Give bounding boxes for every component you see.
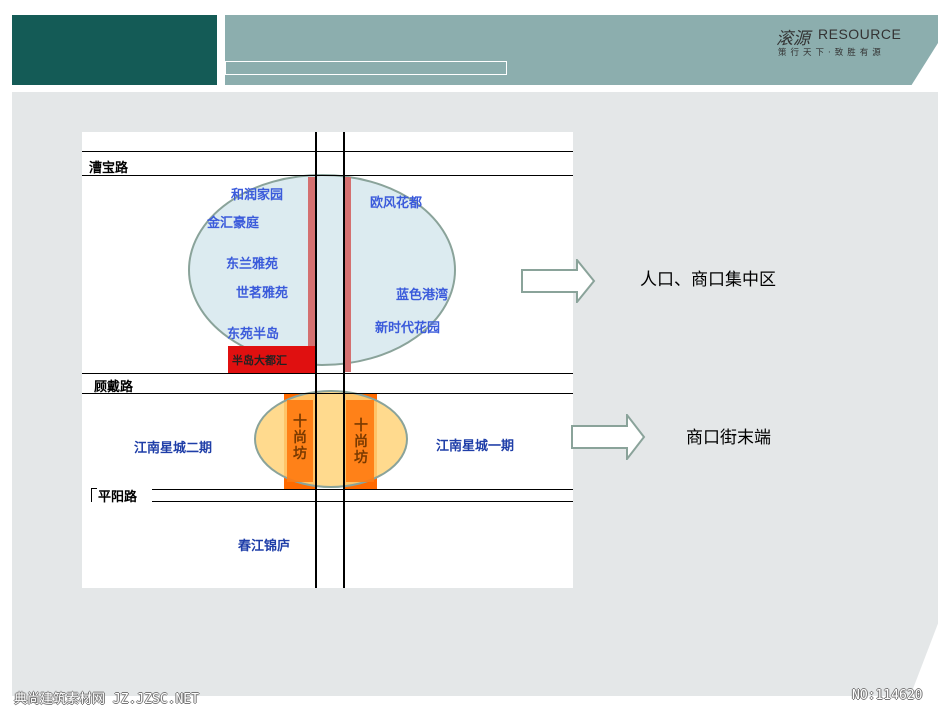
place-bandao: 半岛大都汇: [232, 354, 287, 367]
orange-inner-left: [287, 400, 313, 482]
header-outline-box: [225, 61, 507, 75]
red-strip-right: [344, 177, 351, 372]
place-jn-yi: 江南星城一期: [436, 439, 515, 454]
place-xinshidai: 新时代花园: [375, 321, 441, 336]
place-donglan: 东兰雅苑: [226, 257, 279, 272]
place-herun: 和润家园: [231, 188, 284, 203]
callout-bottom: 商口街末端: [686, 428, 771, 448]
road-label-gudai: 顾戴路: [94, 380, 134, 395]
orange-inner-right: [346, 400, 374, 482]
road-line: [152, 501, 573, 502]
place-chunjiang: 春江锦庐: [238, 539, 291, 554]
road-line: [315, 132, 317, 588]
road-line: [152, 489, 573, 490]
road-bracket: [91, 488, 97, 502]
location-map: 漕宝路 顾戴路 平阳路 和润家园 金汇豪庭 东兰雅苑 世茗雅苑 东苑半岛 欧风花…: [82, 132, 573, 588]
road-line: [82, 151, 573, 152]
footer-number: NO:114620: [852, 688, 923, 703]
arrow-right-icon: [571, 414, 646, 460]
road-line: [343, 132, 345, 588]
place-shiming: 世茗雅苑: [236, 286, 289, 301]
bottom-zone-ellipse: [254, 390, 408, 488]
arrow-right-icon: [521, 259, 596, 303]
red-strip-left: [308, 177, 316, 372]
logo-chinese: 滚源: [776, 29, 810, 49]
place-shishang-left: 十尚坊: [293, 414, 307, 462]
road-line: [82, 393, 573, 394]
road-label-caobao: 漕宝路: [89, 161, 129, 176]
header-dark-block: [12, 15, 217, 85]
logo-slogan: 策行天下·致胜有源: [778, 48, 885, 58]
place-dongyuan: 东苑半岛: [227, 327, 280, 342]
logo-english: RESOURCE: [818, 26, 902, 42]
footer-watermark: 典尚建筑素材网 JZ.JZSC.NET: [14, 692, 199, 707]
place-oufeng: 欧风花都: [370, 196, 423, 211]
place-jn-er: 江南星城二期: [134, 441, 213, 456]
road-line: [82, 373, 573, 374]
road-line: [82, 175, 573, 176]
header-light-bar: [225, 15, 938, 85]
place-jinhui: 金汇豪庭: [207, 216, 260, 231]
red-block: [228, 346, 315, 373]
brand-logo: 滚源 RESOURCE 策行天下·致胜有源: [776, 24, 936, 62]
place-shishang-right: 十尚坊: [354, 418, 368, 466]
place-lanse: 蓝色港湾: [396, 288, 449, 303]
map-shapes: [188, 174, 456, 489]
road-label-pingyang: 平阳路: [98, 490, 138, 505]
callout-top: 人口、商口集中区: [640, 270, 776, 290]
